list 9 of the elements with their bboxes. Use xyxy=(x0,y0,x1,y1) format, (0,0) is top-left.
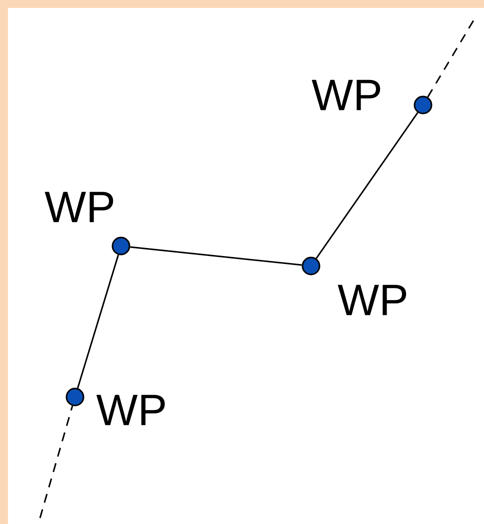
dashed-line xyxy=(39,406,74,518)
line xyxy=(130,246,302,266)
waypoint-label: WP xyxy=(312,80,380,110)
dashed-line xyxy=(427,18,476,98)
line xyxy=(316,112,418,259)
waypoint-label: WP xyxy=(96,394,165,426)
line xyxy=(76,254,120,388)
waypoint-label: WP xyxy=(44,192,114,222)
waypoint-label: WP xyxy=(338,284,406,316)
